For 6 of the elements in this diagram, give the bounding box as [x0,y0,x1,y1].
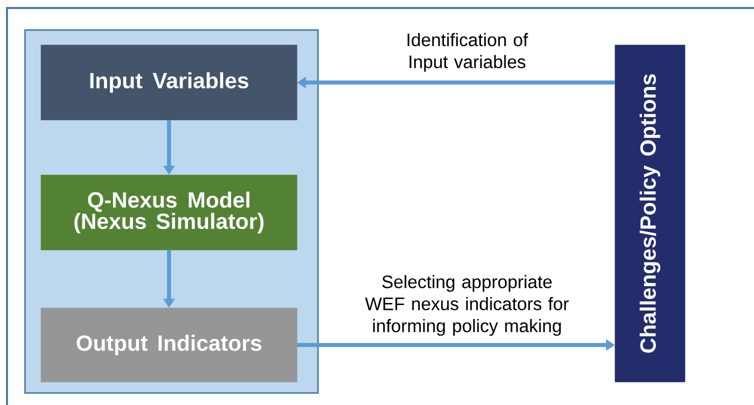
process-box: Q-Nexus Model (Nexus Simulator) [40,174,298,250]
process-box: Challenges/Policy Options [614,44,686,382]
process-box: Output Indicators [40,308,298,382]
edge-label: Identification of Input variables [408,33,528,72]
process-box: Input Variables [40,44,298,120]
edge-label: Selecting appropriate WEF nexus indicators for informing policy making [365,275,569,336]
